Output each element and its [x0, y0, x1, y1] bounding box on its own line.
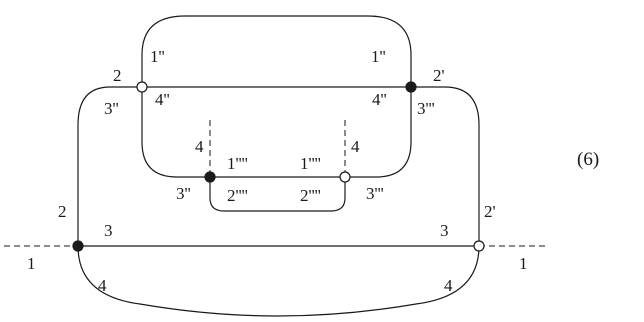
- label-right-node-below-3: 3''': [417, 99, 435, 118]
- label-left-node-below-4: 4'': [155, 90, 170, 109]
- upper-left-node: [136, 81, 148, 93]
- lower-left-node: [72, 240, 84, 252]
- label-outer-left-2: 2: [58, 202, 67, 221]
- outer-right-arc-edge: [411, 86, 480, 246]
- label-inner-left-1: 1'''': [227, 154, 248, 173]
- middle-lobe-right-edge: [345, 87, 412, 178]
- lower-right-node: [473, 240, 485, 252]
- label-left-node-outer-2: 2: [113, 66, 122, 85]
- label-inner-right-4: 4: [351, 137, 360, 156]
- label-bottom-left-1: 1: [27, 254, 36, 273]
- label-bottom-right-3: 3: [440, 221, 449, 240]
- label-inner-left-3: 3'': [176, 184, 191, 203]
- label-left-node-below-3: 3'': [104, 99, 119, 118]
- inner-right-node: [339, 171, 351, 183]
- label-inner-right-1: 1'''': [300, 154, 321, 173]
- label-inner-left-2: 2'''': [227, 186, 248, 205]
- inner-bottom-loop-edge: [209, 177, 346, 212]
- middle-lobe-left-edge: [141, 87, 210, 178]
- label-bottom-right-1: 1: [519, 254, 528, 273]
- label-bottom-left-4: 4: [98, 276, 107, 295]
- label-top-right-inner-1: 1'': [371, 47, 386, 66]
- label-right-node-outer-2: 2': [433, 66, 445, 85]
- upper-right-node: [405, 81, 417, 93]
- equation-number: (6): [577, 149, 599, 170]
- outer-left-arc-edge: [77, 86, 142, 246]
- bottom-lobe-edge: [77, 245, 480, 317]
- label-right-node-below-4: 4'': [372, 90, 387, 109]
- label-inner-right-3: 3''': [366, 184, 384, 203]
- label-inner-left-4: 4: [195, 137, 204, 156]
- label-bottom-right-4: 4: [444, 276, 453, 295]
- label-bottom-left-3: 3: [104, 221, 113, 240]
- label-inner-right-2: 2'''': [300, 186, 321, 205]
- inner-left-node: [204, 171, 216, 183]
- top-lobe-edge: [141, 15, 412, 87]
- label-top-left-inner-1: 1'': [150, 47, 165, 66]
- label-outer-right-2: 2': [484, 202, 496, 221]
